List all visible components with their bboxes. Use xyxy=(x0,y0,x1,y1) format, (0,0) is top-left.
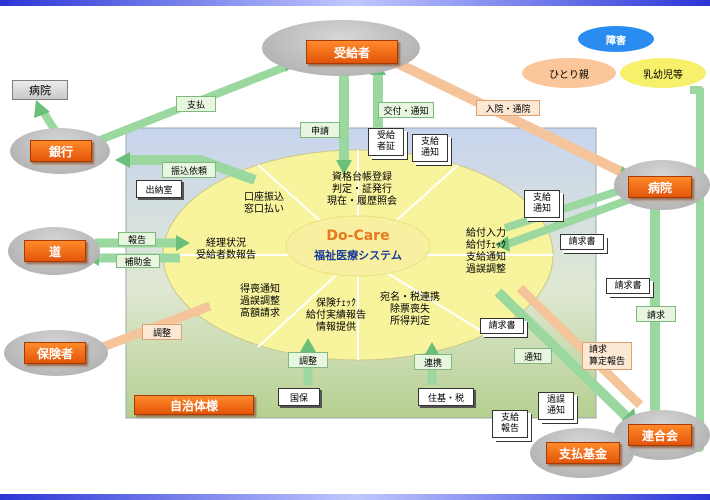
claim-federation-doc: 請求書 xyxy=(606,278,650,294)
arrow-notice-federation xyxy=(494,288,634,424)
label-report: 報告 xyxy=(118,232,156,246)
benefit-input-line-3: 支給通知 xyxy=(466,252,506,263)
notifications-line-3: 高額請求 xyxy=(240,308,280,319)
kokuho-box: 国保 xyxy=(278,388,320,406)
arrow-system-hospital xyxy=(503,184,630,232)
qualification-line-2: 判定・証発行 xyxy=(332,184,392,195)
label-payment: 支払 xyxy=(176,96,216,112)
certificate-doc: 受給 者証 xyxy=(368,128,404,156)
section-notifications: 得喪通知 過誤調整 高額請求 xyxy=(228,284,292,320)
address-tax-line-3: 所得判定 xyxy=(390,316,430,327)
qualification-line-1: 資格台帳登録 xyxy=(332,172,392,183)
account-transfer-line-1: 口座振込 xyxy=(244,192,284,203)
account-transfer-line-2: 窓口払い xyxy=(244,204,284,215)
benefit-input-line-2: 給付ﾁｪｯｸ xyxy=(466,240,506,251)
payment-report-doc: 支給 報告 xyxy=(492,410,528,438)
hospital-small-box: 病院 xyxy=(12,80,68,100)
bottom-stripe xyxy=(0,494,710,500)
label-claim: 請求 xyxy=(636,306,676,322)
claim-right-doc: 請求書 xyxy=(560,234,604,250)
category-single-parent: ひとり親 xyxy=(522,58,616,88)
prefecture-node: 道 xyxy=(24,240,86,262)
insurer-node: 保険者 xyxy=(24,342,86,364)
arrow-admission xyxy=(392,57,631,180)
resident-tax-box: 住基・税 xyxy=(418,388,474,406)
label-issue-notice: 交付・通知 xyxy=(378,102,434,118)
top-stripe xyxy=(0,0,710,6)
section-reporting: 経理状況 受給者数報告 xyxy=(186,238,266,262)
label-adjustment-insurer: 調整 xyxy=(142,324,182,340)
label-notice: 通知 xyxy=(514,348,552,364)
system-title: Do-Care xyxy=(326,228,390,244)
label-admission: 入院・通院 xyxy=(476,100,540,116)
payment-notice-right-doc: 支給 通知 xyxy=(524,190,560,218)
notifications-line-2: 過誤調整 xyxy=(240,296,280,307)
arrow-hospital-system xyxy=(503,196,630,249)
error-notice-doc: 過誤 通知 xyxy=(538,392,574,420)
municipality-node: 自治体様 xyxy=(134,395,254,415)
reporting-line-2: 受給者数報告 xyxy=(196,250,256,261)
benefit-input-line-1: 給付入力 xyxy=(466,228,506,239)
category-infant: 乳幼児等 xyxy=(620,58,706,88)
qualification-line-3: 現在・履歴照会 xyxy=(327,196,397,207)
insurance-check-line-2: 給付実績報告 xyxy=(306,310,366,321)
benefit-input-line-4: 過誤調整 xyxy=(466,264,506,275)
category-disability: 障害 xyxy=(578,26,654,52)
insurance-check-line-1: 保険ﾁｪｯｸ xyxy=(316,298,356,309)
federation-node: 連合会 xyxy=(628,424,692,446)
notifications-line-1: 得喪通知 xyxy=(240,284,280,295)
address-tax-line-2: 除票喪失 xyxy=(390,304,430,315)
system-subtitle: 福祉医療システム xyxy=(314,249,402,262)
cashier-box: 出納室 xyxy=(136,180,182,198)
label-application: 申請 xyxy=(300,122,340,138)
payment-notice-top-doc: 支給 通知 xyxy=(412,134,448,162)
arrow-claim-report xyxy=(516,284,644,409)
center-core xyxy=(285,215,431,277)
address-tax-line-1: 宛名・税連携 xyxy=(380,292,440,303)
claim-lower-doc: 請求書 xyxy=(480,318,524,334)
section-account-transfer: 口座振込 窓口払い xyxy=(236,192,292,216)
label-linkage: 連携 xyxy=(414,354,452,370)
label-adjustment-kokuho: 調整 xyxy=(288,352,328,368)
label-transfer-request: 振込依頼 xyxy=(162,162,216,178)
section-qualification: 資格台帳登録 判定・証発行 現在・履歴照会 xyxy=(322,172,402,208)
recipient-node: 受給者 xyxy=(306,40,398,64)
payment-fund-node: 支払基金 xyxy=(546,442,620,464)
reporting-line-1: 経理状況 xyxy=(206,238,246,249)
insurance-check-line-3: 情報提供 xyxy=(316,322,356,333)
label-subsidy: 補助金 xyxy=(116,254,160,268)
label-claim-fee-report: 請求 算定報告 xyxy=(582,342,632,370)
section-insurance-check: 保険ﾁｪｯｸ 給付実績報告 情報提供 xyxy=(298,298,374,334)
hospital-node: 病院 xyxy=(628,176,692,198)
section-benefit-input: 給付入力 給付ﾁｪｯｸ 支給通知 過誤調整 xyxy=(454,228,518,276)
arrow-transfer-request xyxy=(125,155,257,185)
bank-node: 銀行 xyxy=(30,140,92,162)
section-address-tax: 宛名・税連携 除票喪失 所得判定 xyxy=(374,292,446,328)
